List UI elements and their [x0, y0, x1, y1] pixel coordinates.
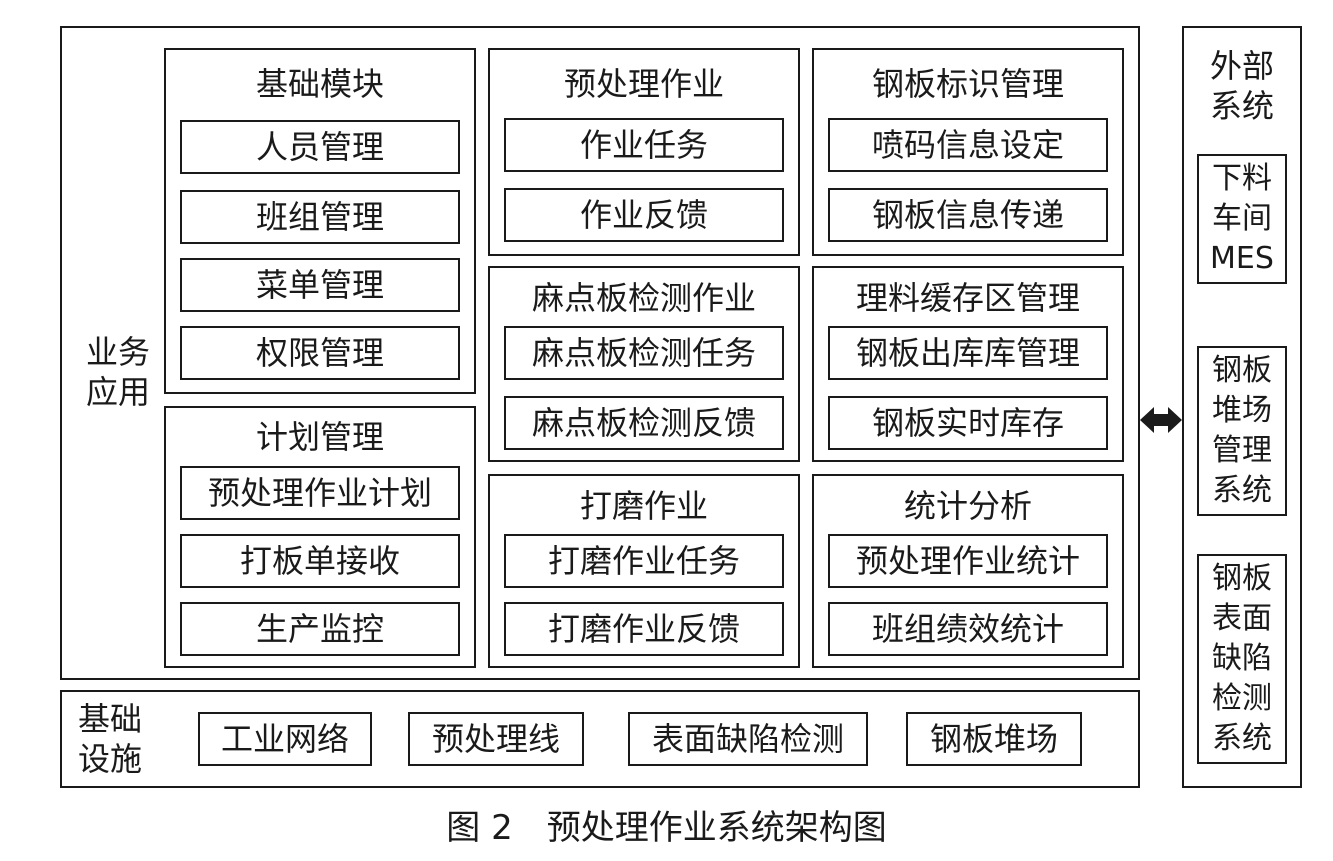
marking-box-info-transfer: 钢板信息传递: [828, 188, 1108, 242]
double-arrow-icon: [1140, 407, 1182, 433]
preprocess-box-feedback: 作业反馈: [504, 188, 784, 242]
marking-box-spray-code: 喷码信息设定: [828, 118, 1108, 172]
statistics-box-team-performance: 班组绩效统计: [828, 602, 1108, 656]
steel-marking-title: 钢板标识管理: [871, 65, 1064, 103]
external-systems-frame: [1182, 26, 1302, 788]
infra-box-steel-yard: 钢板堆场: [906, 712, 1082, 766]
grinding-group: [488, 474, 800, 668]
plan-box-order-receive: 打板单接收: [180, 534, 460, 588]
module-box-team: 班组管理: [180, 190, 460, 244]
statistics-group: [812, 474, 1124, 668]
grinding-box-task: 打磨作业任务: [504, 534, 784, 588]
pit-inspection-title: 麻点板检测作业: [531, 279, 756, 317]
plan-management-group: [164, 406, 476, 668]
external-box-surface-defect-system: 钢板 表面 缺陷 检测 系统: [1197, 554, 1287, 764]
external-box-yard-management: 钢板 堆场 管理 系统: [1197, 346, 1287, 516]
statistics-title: 统计分析: [903, 487, 1032, 525]
infra-box-industrial-network: 工业网络: [198, 712, 372, 766]
preprocess-work-group: [488, 48, 800, 256]
pit-box-feedback: 麻点板检测反馈: [504, 396, 784, 450]
plan-box-preprocess-plan: 预处理作业计划: [180, 466, 460, 520]
infra-box-preprocess-line: 预处理线: [408, 712, 584, 766]
plan-box-production-monitor: 生产监控: [180, 602, 460, 656]
infrastructure-label: 基础 设施: [77, 700, 142, 778]
pit-box-task: 麻点板检测任务: [504, 326, 784, 380]
buffer-box-inventory: 钢板实时库存: [828, 396, 1108, 450]
figure-caption: 图 2 预处理作业系统架构图: [446, 808, 887, 848]
grinding-title: 打磨作业: [579, 487, 708, 525]
infrastructure-frame: [60, 690, 1140, 788]
preprocess-box-task: 作业任务: [504, 118, 784, 172]
pit-inspection-group: [488, 266, 800, 462]
statistics-box-preprocess: 预处理作业统计: [828, 534, 1108, 588]
steel-marking-group: [812, 48, 1124, 256]
basic-module-title: 基础模块: [255, 65, 384, 103]
buffer-management-group: [812, 266, 1124, 462]
business-application-frame: [60, 26, 1140, 680]
preprocess-work-title: 预处理作业: [563, 65, 724, 103]
module-box-permission: 权限管理: [180, 326, 460, 380]
grinding-box-feedback: 打磨作业反馈: [504, 602, 784, 656]
module-box-menu: 菜单管理: [180, 258, 460, 312]
external-systems-label: 外部 系统: [1209, 47, 1274, 125]
buffer-box-outbound: 钢板出库库管理: [828, 326, 1108, 380]
business-application-label: 业务 应用: [85, 333, 150, 411]
basic-module-group: [164, 48, 476, 394]
infra-box-surface-defect: 表面缺陷检测: [628, 712, 868, 766]
external-box-mes: 下料 车间 MES: [1197, 154, 1287, 284]
plan-management-title: 计划管理: [255, 418, 384, 456]
module-box-personnel: 人员管理: [180, 120, 460, 174]
buffer-management-title: 理料缓存区管理: [855, 279, 1080, 317]
